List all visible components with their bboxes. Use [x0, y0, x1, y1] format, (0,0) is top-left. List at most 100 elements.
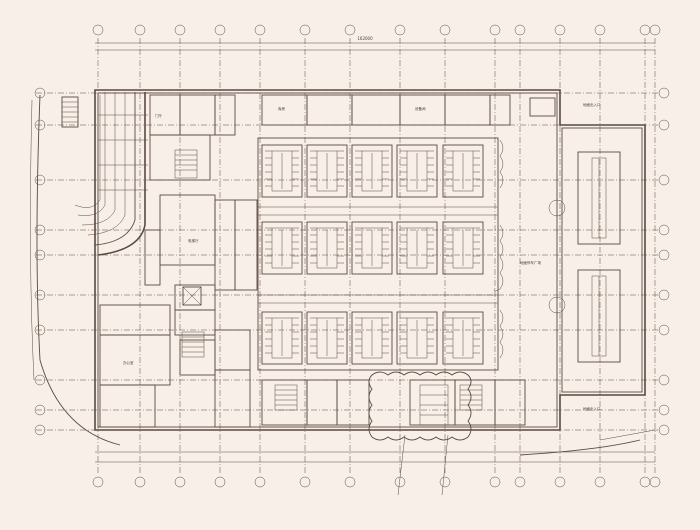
axis-bubble-right — [658, 174, 670, 186]
axis-bubble-top — [649, 24, 661, 36]
escalator-block-bottom — [577, 269, 621, 363]
parking-cell-core — [361, 227, 383, 269]
axis-bubbles — [34, 24, 670, 488]
axis-bubble-bottom — [254, 476, 266, 488]
parking-cell — [396, 221, 438, 275]
axis-bubble-bottom — [214, 476, 226, 488]
parking-cell — [306, 144, 348, 198]
parking-cell — [396, 311, 438, 365]
parking-cell-core — [271, 317, 293, 359]
axis-bubble-bottom — [439, 476, 451, 488]
parking-cell — [442, 311, 484, 365]
parking-area-label: 地面停车广场 — [520, 260, 541, 265]
building-outline — [94, 89, 646, 431]
parking-cell-core — [361, 150, 383, 192]
axis-bubble-left — [34, 404, 46, 416]
parking-cell — [396, 144, 438, 198]
axis-bubble-bottom — [594, 476, 606, 488]
parking-cell — [351, 144, 393, 198]
parking-cells — [261, 144, 484, 365]
parking-cell-core — [271, 227, 293, 269]
axis-bubble-top — [514, 24, 526, 36]
parking-cell-core — [316, 227, 338, 269]
axis-bubble-left — [34, 119, 46, 131]
axis-bubble-top — [92, 24, 104, 36]
axis-bubble-top — [344, 24, 356, 36]
room-labels: 电梯厅 办公室 库房 设备间 门厅 — [123, 106, 426, 365]
axis-bubble-top — [394, 24, 406, 36]
axis-bubble-left — [34, 324, 46, 336]
axis-bubble-bottom — [554, 476, 566, 488]
parking-cell — [306, 311, 348, 365]
axis-bubble-right — [658, 404, 670, 416]
elevator-hall-label: 电梯厅 — [188, 238, 199, 243]
parking-hall — [257, 137, 499, 371]
axis-bubble-left — [34, 249, 46, 261]
axis-bubble-top — [174, 24, 186, 36]
escalator-block-top — [577, 151, 621, 245]
parking-cell — [351, 311, 393, 365]
axis-bubble-right — [658, 224, 670, 236]
axis-bubble-top — [299, 24, 311, 36]
top-dimension-line: 162000 — [95, 36, 655, 51]
axis-bubble-bottom — [134, 476, 146, 488]
parking-cell — [261, 221, 303, 275]
axis-bubble-right — [658, 424, 670, 436]
parking-cell — [261, 144, 303, 198]
right-plaza: 地面出入口 地面出入口 地面停车广场 — [520, 102, 643, 411]
entrance-bottom-label: 地面出入口 — [583, 406, 601, 411]
parking-cell-core — [316, 150, 338, 192]
parking-cell-core — [406, 317, 428, 359]
site-boundary — [30, 94, 656, 456]
axis-bubble-top — [554, 24, 566, 36]
axis-bubble-bottom — [649, 476, 661, 488]
curved-ramp — [74, 92, 148, 256]
axis-bubble-bottom — [92, 476, 104, 488]
axis-bubble-top — [214, 24, 226, 36]
axis-bubble-right — [658, 119, 670, 131]
tree-symbol-1 — [548, 199, 566, 217]
parking-cell-core — [361, 317, 383, 359]
axis-bubble-left — [34, 374, 46, 386]
entrance-top-label: 地面出入口 — [583, 102, 601, 107]
axis-bubble-left — [34, 424, 46, 436]
tree-symbol-2 — [548, 296, 566, 314]
axis-bubble-top — [439, 24, 451, 36]
axis-bubble-right — [658, 249, 670, 261]
equipment-label: 设备间 — [415, 106, 426, 111]
axis-bubble-top — [134, 24, 146, 36]
parking-cell-core — [316, 317, 338, 359]
parking-edge-curves — [493, 139, 504, 359]
lobby-label: 门厅 — [155, 113, 162, 118]
office-label: 办公室 — [123, 360, 134, 365]
storage-label: 库房 — [278, 106, 286, 111]
left-stair — [61, 96, 79, 128]
parking-cell-core — [406, 150, 428, 192]
axis-bubble-top — [489, 24, 501, 36]
parking-cell — [351, 221, 393, 275]
axis-bubble-bottom — [514, 476, 526, 488]
axis-bubble-top — [254, 24, 266, 36]
axis-bubble-bottom — [344, 476, 356, 488]
parking-cell — [261, 311, 303, 365]
left-core-rooms — [99, 94, 258, 428]
axis-bubble-left — [34, 174, 46, 186]
top-dimension-text: 162000 — [357, 36, 373, 41]
parking-cell — [442, 221, 484, 275]
revision-cloud — [368, 371, 472, 496]
axis-bubble-right — [658, 374, 670, 386]
parking-cell-core — [406, 227, 428, 269]
parking-cell — [442, 144, 484, 198]
axis-bubble-right — [658, 324, 670, 336]
axis-bubble-bottom — [299, 476, 311, 488]
parking-cell-core — [452, 227, 474, 269]
parking-cell-core — [452, 150, 474, 192]
axis-bubble-left — [34, 224, 46, 236]
axis-bubble-bottom — [489, 476, 501, 488]
parking-cell-core — [271, 150, 293, 192]
axis-bubble-bottom — [174, 476, 186, 488]
top-room-strip — [261, 94, 556, 126]
